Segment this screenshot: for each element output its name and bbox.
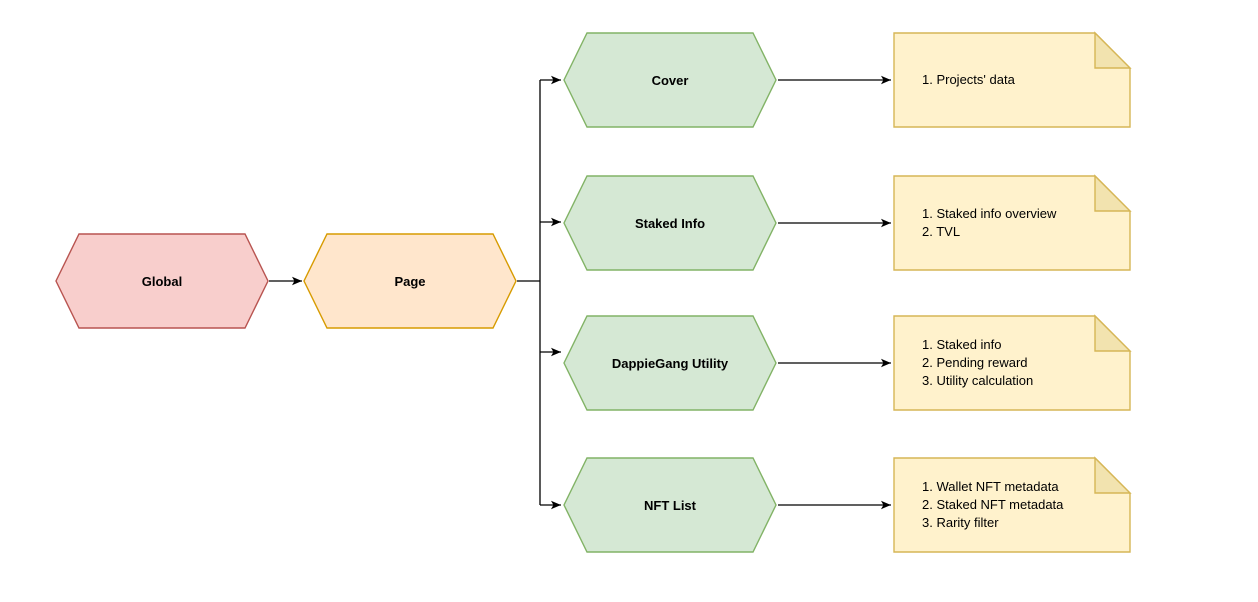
note-cover-shape — [893, 31, 1132, 128]
hexagon-nft-list: NFT List — [563, 457, 777, 553]
note-dappiegang-utility-shape — [893, 314, 1132, 411]
note-nft-list: 1. Wallet NFT metadata 2. Staked NFT met… — [893, 456, 1132, 553]
note-staked-info: 1. Staked info overview 2. TVL — [893, 174, 1132, 271]
hexagon-global-label: Global — [141, 273, 183, 289]
note-fold-corner — [1094, 314, 1132, 352]
hexagon-dappiegang-utility-shape — [563, 315, 777, 411]
hexagon-cover-label: Cover — [651, 72, 689, 88]
note-cover: 1. Projects' data — [893, 31, 1132, 128]
note-line: 2. Staked NFT metadata — [922, 497, 1064, 512]
hexagon-dappiegang-utility: DappieGang Utility — [563, 315, 777, 411]
hexagon-page: Page — [303, 233, 517, 329]
note-nft-list-content: 1. Wallet NFT metadata 2. Staked NFT met… — [893, 457, 1131, 553]
hexagon-page-label: Page — [394, 273, 426, 289]
hexagon-nft-list-shape — [563, 457, 777, 553]
hexagon-global-shape — [55, 233, 269, 329]
note-line: 2. TVL — [922, 224, 961, 239]
note-nft-list-shape — [893, 456, 1132, 553]
hexagon-dappiegang-utility-label: DappieGang Utility — [611, 355, 729, 371]
note-fold-corner — [1094, 174, 1132, 212]
note-line: 3. Utility calculation — [922, 373, 1034, 388]
note-cover-content: 1. Projects' data — [893, 32, 1131, 128]
hexagon-global: Global — [55, 233, 269, 329]
hexagon-page-shape — [303, 233, 517, 329]
note-line: 1. Projects' data — [922, 72, 1015, 87]
note-line: 3. Rarity filter — [922, 515, 999, 530]
note-line: 1. Staked info — [922, 337, 1002, 352]
hexagon-staked-info-shape — [563, 175, 777, 271]
note-fold-corner — [1094, 456, 1132, 494]
hexagon-staked-info-label: Staked Info — [634, 215, 706, 231]
note-staked-info-shape — [893, 174, 1132, 271]
hexagon-cover: Cover — [563, 32, 777, 128]
edge-page-spine — [517, 80, 541, 505]
hexagon-nft-list-label: NFT List — [644, 497, 696, 513]
hexagon-cover-shape — [563, 32, 777, 128]
note-dappiegang-utility: 1. Staked info 2. Pending reward 3. Util… — [893, 314, 1132, 411]
note-line: 1. Wallet NFT metadata — [922, 479, 1059, 494]
note-line: 2. Pending reward — [922, 355, 1028, 370]
note-fold-corner — [1094, 31, 1132, 69]
note-staked-info-content: 1. Staked info overview 2. TVL — [893, 175, 1131, 271]
note-dappiegang-utility-content: 1. Staked info 2. Pending reward 3. Util… — [893, 315, 1131, 411]
hexagon-staked-info: Staked Info — [563, 175, 777, 271]
note-line: 1. Staked info overview — [922, 206, 1057, 221]
